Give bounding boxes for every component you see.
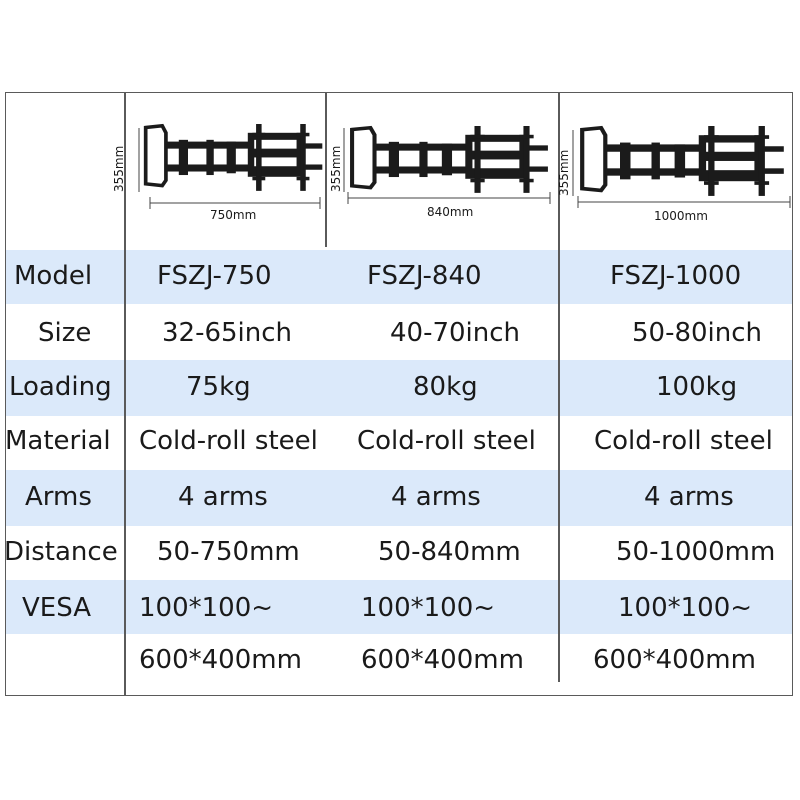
product-image-1: [138, 122, 325, 209]
spec-table-frame: [5, 92, 793, 696]
row-label-model: Model: [14, 261, 93, 291]
vesa-value-3: 100*100~: [618, 593, 753, 623]
size-value-1: 32-65inch: [162, 318, 293, 348]
row-label-distance: Distance: [4, 537, 118, 567]
row-label-arms: Arms: [25, 482, 92, 512]
row-band-vesa: [6, 580, 792, 634]
row-band-arms: [6, 470, 792, 526]
product-illustrations: [138, 122, 791, 209]
row-label-size: Size: [38, 318, 92, 348]
arms-value-1: 4 arms: [178, 482, 268, 512]
distance-value-3: 50-1000mm: [616, 537, 776, 567]
vesa-value-1: 100*100~: [139, 593, 274, 623]
distance-value-1: 50-750mm: [157, 537, 300, 567]
dim-width-3: 1000mm: [654, 209, 708, 223]
product-image-3: [572, 126, 791, 208]
arms-value-2: 4 arms: [391, 482, 481, 512]
dim-width-2: 840mm: [427, 205, 474, 219]
model-value-1: FSZJ-750: [157, 261, 272, 291]
loading-value-2: 80kg: [413, 372, 478, 402]
material-value-1: Cold-roll steel: [139, 426, 318, 456]
size-value-3: 50-80inch: [632, 318, 763, 348]
model-value-3: FSZJ-1000: [610, 261, 742, 291]
material-value-3: Cold-roll steel: [594, 426, 773, 456]
loading-value-3: 100kg: [656, 372, 738, 402]
vesa-value-1-line2: 600*400mm: [139, 645, 302, 675]
row-label-vesa: VESA: [22, 593, 91, 623]
row-band-loading: [6, 360, 792, 416]
vesa-value-2-line2: 600*400mm: [361, 645, 524, 675]
loading-value-1: 75kg: [186, 372, 251, 402]
vesa-value-3-line2: 600*400mm: [593, 645, 756, 675]
column-divider-1: [124, 92, 126, 696]
arms-value-3: 4 arms: [644, 482, 734, 512]
row-label-loading: Loading: [9, 372, 112, 402]
product-image-2: [343, 126, 551, 204]
size-value-2: 40-70inch: [390, 318, 521, 348]
column-divider-2: [325, 92, 327, 247]
row-label-material: Material: [5, 426, 111, 456]
model-value-2: FSZJ-840: [367, 261, 482, 291]
vesa-value-2: 100*100~: [361, 593, 496, 623]
column-divider-3: [558, 92, 560, 682]
dim-width-1: 750mm: [210, 208, 257, 222]
dim-height-1: 355mm: [112, 145, 126, 192]
row-band-model: [6, 250, 792, 304]
material-value-2: Cold-roll steel: [357, 426, 536, 456]
distance-value-2: 50-840mm: [378, 537, 521, 567]
dim-height-2: 355mm: [329, 145, 343, 192]
dim-height-3: 355mm: [557, 149, 571, 196]
